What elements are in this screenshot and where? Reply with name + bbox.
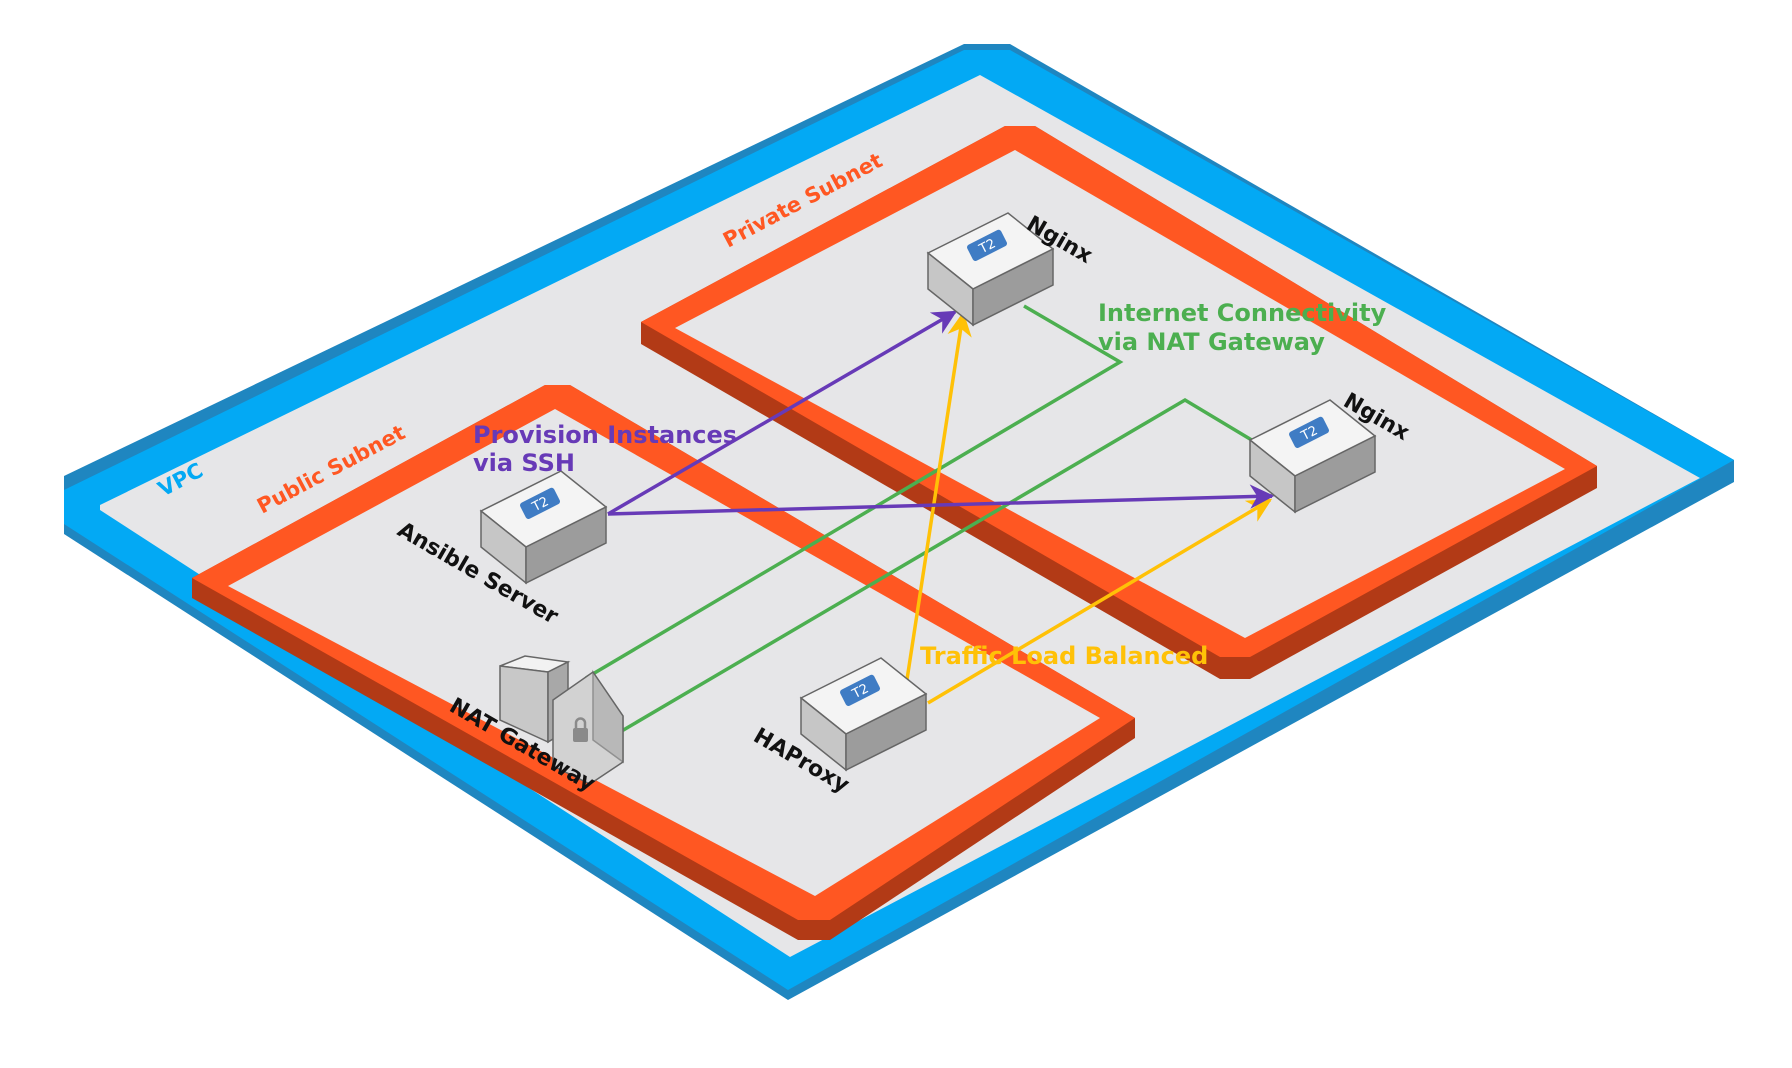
provision-lines <box>607 310 1275 516</box>
t2-badge-label: T2 <box>529 494 551 515</box>
provision-annotation-line1: Provision Instances <box>473 421 737 449</box>
ansible-server[interactable]: T2 <box>479 470 608 585</box>
traffic-lines <box>904 311 1273 705</box>
nat-gateway[interactable] <box>499 655 624 785</box>
t2-badge-label: T2 <box>849 681 871 702</box>
traffic-annotation: Traffic Load Balanced <box>920 642 1208 670</box>
t2-badge: T2 <box>1289 416 1329 449</box>
haproxy-to-nginx2-arrow <box>927 498 1273 705</box>
nginx-server-1[interactable]: T2 <box>926 212 1055 327</box>
haproxy-server[interactable]: T2 <box>799 657 928 772</box>
t2-badge: T2 <box>967 229 1007 262</box>
t2-badge-label: T2 <box>976 236 998 257</box>
internet-annotation-line1: Internet Connectivity <box>1098 299 1387 327</box>
nat-to-nginx2-line <box>619 397 1266 734</box>
t2-badge: T2 <box>520 487 560 520</box>
public-subnet-region <box>192 385 1135 940</box>
private-subnet-region <box>641 126 1597 679</box>
t2-badge-label: T2 <box>1298 423 1320 444</box>
ansible-to-nginx2-arrow <box>607 484 1275 516</box>
internet-connectivity-lines <box>585 304 1266 734</box>
haproxy-to-nginx1-arrow <box>904 311 972 687</box>
ansible-to-nginx1-arrow <box>607 310 958 516</box>
nat-to-nginx1-line <box>585 304 1124 680</box>
provision-annotation-line2: via SSH <box>473 449 575 477</box>
nat-gateway-lock-icon <box>552 669 624 785</box>
internet-annotation-line2: via NAT Gateway <box>1098 328 1325 356</box>
t2-badge: T2 <box>840 674 880 707</box>
nginx-server-2[interactable]: T2 <box>1248 399 1377 514</box>
